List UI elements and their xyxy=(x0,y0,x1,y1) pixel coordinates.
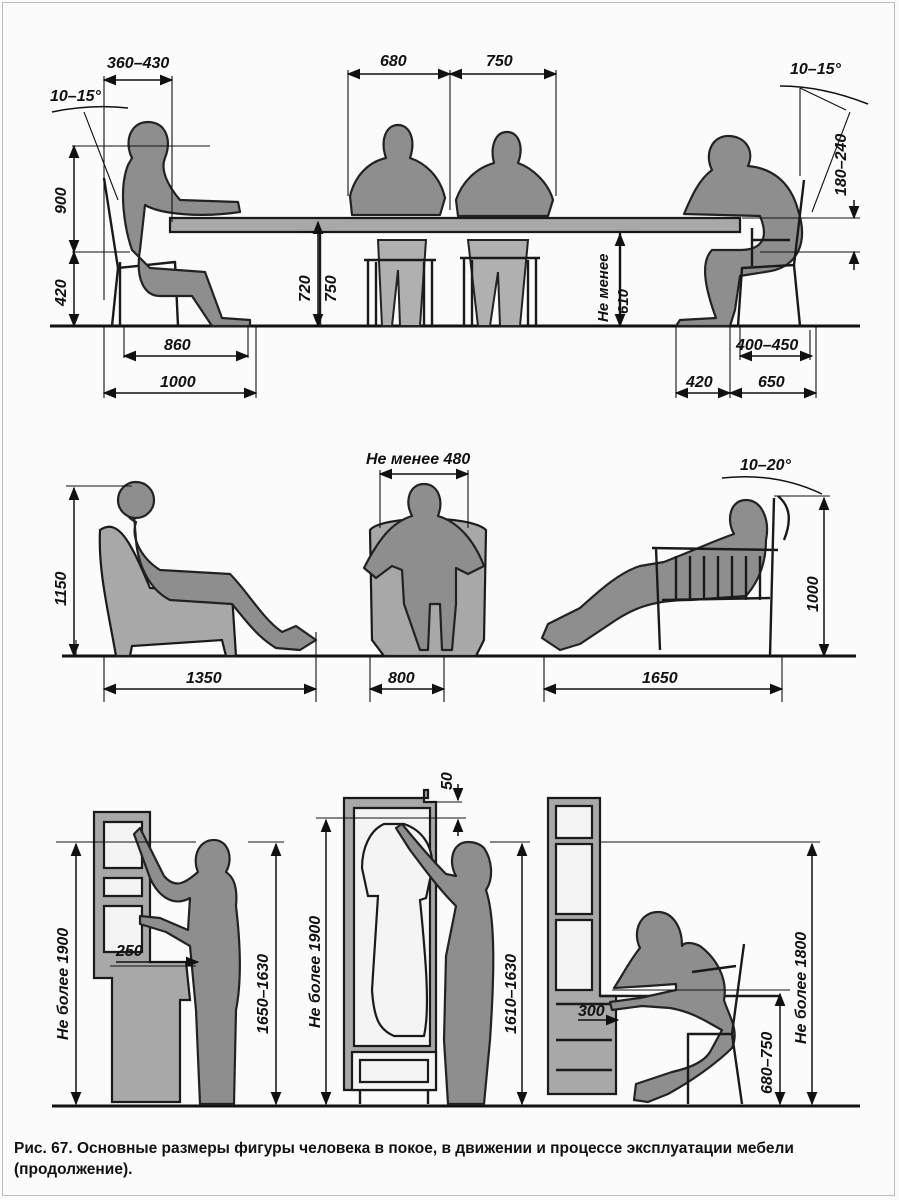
dim-extensions-right xyxy=(675,88,860,398)
label-800: 800 xyxy=(388,670,415,687)
secretary-shelves xyxy=(554,804,594,992)
label-max-1900-center: Не более 1900 xyxy=(307,916,324,1028)
seated-person-front-row2 xyxy=(362,482,486,652)
secretary-drawers xyxy=(556,1002,612,1072)
label-680: 680 xyxy=(380,53,407,70)
dining-table-top xyxy=(168,216,742,234)
chair-right-row1 xyxy=(736,179,806,327)
label-420-left: 420 xyxy=(53,279,70,307)
reclining-person-left xyxy=(123,488,318,652)
angle-ray-left xyxy=(83,111,119,201)
label-1350: 1350 xyxy=(186,670,222,687)
row1-group: 360–430 10–15° 900 420 860 1000 680 750 … xyxy=(50,53,869,399)
row2-group: 1150 1350 Не менее 480 800 10–20° 1000 1… xyxy=(53,451,856,702)
label-680-750: 680–750 xyxy=(759,1032,776,1094)
seated-person-center-a xyxy=(348,123,447,217)
label-650: 650 xyxy=(758,374,785,391)
label-360-430: 360–430 xyxy=(107,55,169,72)
seated-person-left xyxy=(121,120,252,328)
seated-person-desk xyxy=(608,910,736,1104)
label-not-less-610: Не менее 610 xyxy=(595,249,632,322)
label-420-right: 420 xyxy=(685,374,713,391)
standing-person-center xyxy=(394,822,495,1106)
seated-person-right xyxy=(674,134,803,328)
label-860: 860 xyxy=(164,337,191,354)
angle-arc-right xyxy=(779,85,869,105)
label-610-line2: 610 xyxy=(615,288,632,314)
dim-extensions-left xyxy=(72,76,257,398)
label-720: 720 xyxy=(297,275,314,302)
figure-caption: Рис. 67. Основные размеры фигуры человек… xyxy=(14,1140,794,1178)
label-750-table: 750 xyxy=(323,275,340,302)
label-angle-left: 10–15° xyxy=(50,88,101,105)
wardrobe-drawer xyxy=(350,1050,438,1092)
label-1150: 1150 xyxy=(53,571,70,606)
label-300: 300 xyxy=(578,1003,605,1020)
label-angle-right: 10–15° xyxy=(790,61,841,78)
label-angle-row2: 10–20° xyxy=(740,457,791,474)
dim-extensions-row3-left xyxy=(56,841,284,1107)
label-180-240: 180–240 xyxy=(833,134,850,196)
wardrobe-legs xyxy=(358,1090,430,1104)
head-reclining-left xyxy=(116,480,156,520)
label-max-1800: Не более 1800 xyxy=(793,932,810,1044)
back-line-right xyxy=(811,111,851,213)
dim-extensions-center xyxy=(300,70,640,233)
angle-arc-left xyxy=(51,105,129,113)
label-1650: 1650 xyxy=(642,670,678,687)
rocking-chair-right xyxy=(651,495,790,657)
bureau-shelves-left xyxy=(102,820,144,954)
label-1610-1630: 1610–1630 xyxy=(503,954,520,1034)
dim-extensions-row3-center xyxy=(316,801,530,1107)
label-610-line1: Не менее xyxy=(595,253,612,322)
label-50: 50 xyxy=(439,772,456,790)
label-1000-row2: 1000 xyxy=(805,576,822,612)
label-max-1900-left: Не более 1900 xyxy=(55,928,72,1040)
dim-extensions-row2-center xyxy=(369,470,469,702)
reclining-person-right xyxy=(540,498,769,652)
label-1000: 1000 xyxy=(160,374,196,391)
label-900: 900 xyxy=(53,187,70,214)
label-750-top: 750 xyxy=(486,53,513,70)
angle-arc-row2 xyxy=(721,475,823,495)
chair-desk-right xyxy=(686,943,746,1105)
chair-center-a xyxy=(364,258,436,326)
label-400-450: 400–450 xyxy=(735,337,798,354)
label-not-less-480: Не менее 480 xyxy=(366,451,470,468)
chair-center-b xyxy=(460,256,540,326)
chair-left-row1 xyxy=(102,177,180,327)
angle-ray-right xyxy=(799,87,847,111)
dim-extensions-row2-right xyxy=(543,495,830,702)
label-1650-1630: 1650–1630 xyxy=(255,954,272,1034)
label-250: 250 xyxy=(115,943,143,960)
legs-center-a xyxy=(376,239,428,327)
standing-person-left xyxy=(132,826,241,1106)
dim-extensions-row3-right xyxy=(600,841,820,1107)
row3-group: Не более 1900 1650–1630 250 50 Не более … xyxy=(52,772,860,1108)
seated-person-center-b xyxy=(454,130,555,218)
legs-center-b xyxy=(466,239,530,327)
